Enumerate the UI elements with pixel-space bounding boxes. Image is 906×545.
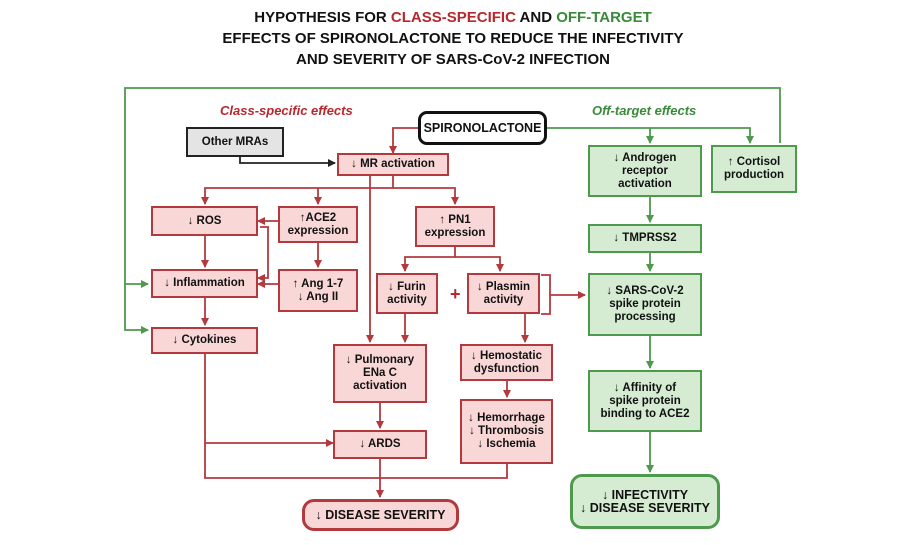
section-label-class-specific: Class-specific effects bbox=[220, 103, 353, 118]
node-cytokines: ↓ Cytokines bbox=[151, 327, 258, 354]
node-ace2-expression: ↑ACE2 expression bbox=[278, 206, 358, 243]
node-cortisol-production: ↑ Cortisol production bbox=[711, 145, 797, 193]
node-furin-activity: ↓ Furin activity bbox=[376, 273, 438, 314]
edge-mr-ros bbox=[201, 176, 394, 205]
section-label-off-target: Off-target effects bbox=[592, 103, 697, 118]
node-tmprss2: ↓ TMPRSS2 bbox=[588, 224, 702, 253]
edge-cortisol-feedback bbox=[124, 87, 781, 334]
edge-hemorrhage-severity bbox=[380, 464, 508, 479]
title-line-1: HYPOTHESIS FOR CLASS-SPECIFIC AND OFF-TA… bbox=[254, 9, 652, 26]
title-line-2: EFFECTS OF SPIRONOLACTONE TO REDUCE THE … bbox=[222, 30, 684, 47]
edge-pn1-furin bbox=[401, 247, 456, 272]
node-other-mras: Other MRAs bbox=[186, 127, 284, 157]
node-pn1-expression: ↑ PN1 expression bbox=[415, 206, 495, 247]
node-ros: ↓ ROS bbox=[151, 206, 258, 236]
title-line-3: AND SEVERITY OF SARS-CoV-2 INFECTION bbox=[296, 51, 610, 68]
edge-cytokines-severity bbox=[204, 443, 380, 479]
node-hemorrhage: ↓ Hemorrhage ↓ Thrombosis ↓ Ischemia bbox=[460, 399, 553, 464]
node-plasmin-activity: ↓ Plasmin activity bbox=[467, 273, 540, 314]
edge-pn1-plasmin bbox=[455, 256, 504, 272]
plus-sign: + bbox=[450, 284, 461, 304]
edge-othermras-mr bbox=[239, 157, 336, 167]
node-ards: ↓ ARDS bbox=[333, 430, 427, 459]
edge-spiro-androgen bbox=[545, 127, 654, 144]
node-infectivity-severity: ↓ INFECTIVITY ↓ DISEASE SEVERITY bbox=[570, 474, 720, 529]
node-spike-affinity: ↓ Affinity of spike protein binding to A… bbox=[588, 370, 702, 432]
node-sars-spike-processing: ↓ SARS-CoV-2 spike protein processing bbox=[588, 273, 702, 336]
node-hemostatic-dysfunction: ↓ Hemostatic dysfunction bbox=[460, 344, 553, 381]
edge-ace2-inflammation bbox=[257, 226, 269, 282]
edge-cytokines-ards bbox=[204, 354, 334, 447]
node-inflammation: ↓ Inflammation bbox=[151, 269, 258, 298]
node-mr-activation: ↓ MR activation bbox=[337, 153, 449, 176]
node-androgen-receptor: ↓ Androgen receptor activation bbox=[588, 145, 702, 197]
node-disease-severity: ↓ DISEASE SEVERITY bbox=[302, 499, 459, 531]
node-ang: ↑ Ang 1-7 ↓ Ang II bbox=[278, 269, 358, 312]
node-pulmonary-enac: ↓ Pulmonary ENa C activation bbox=[333, 344, 427, 403]
edge-bracket bbox=[541, 274, 551, 315]
edge-spiro-mr bbox=[389, 127, 418, 154]
edge-mr-pn1 bbox=[393, 187, 459, 205]
node-spironolactone: SPIRONOLACTONE bbox=[418, 111, 547, 145]
edge-spiro-cortisol bbox=[650, 127, 754, 144]
